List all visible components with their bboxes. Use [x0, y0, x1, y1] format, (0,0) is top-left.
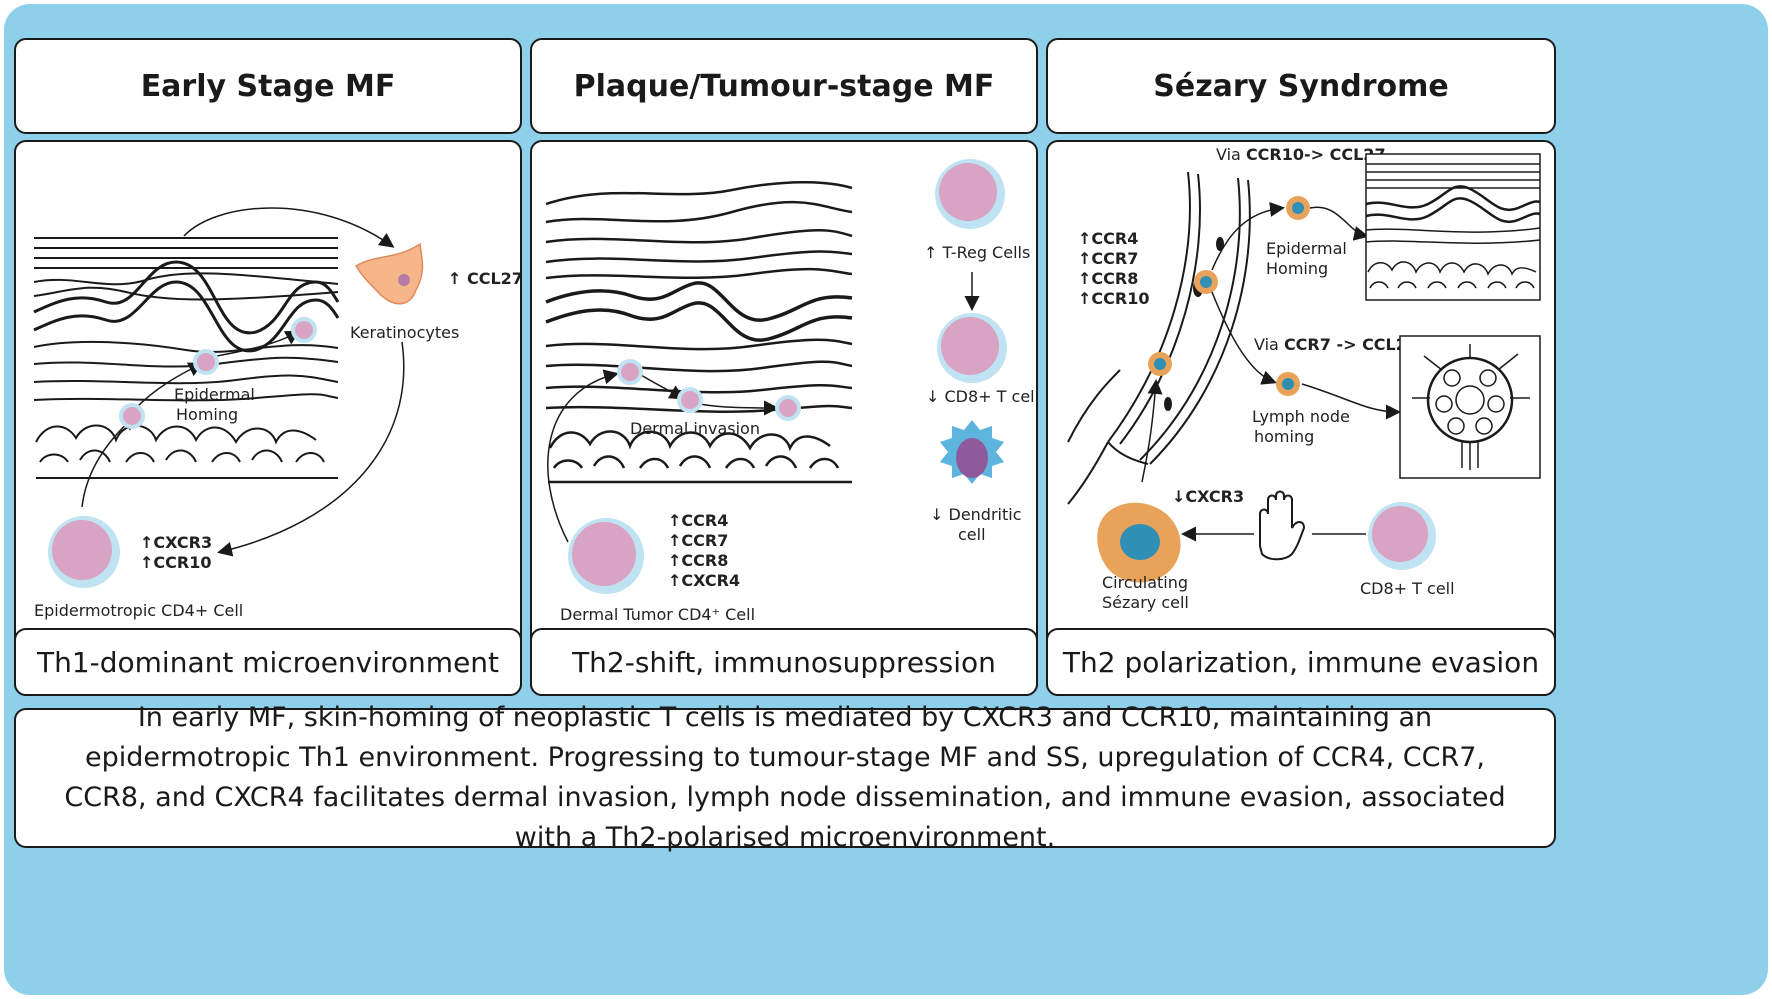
circulating-sezary-cell: [1097, 502, 1181, 583]
panel-3-illustration: Via CCR10-> CCL27 ↑CCR4 ↑CCR7 ↑CCR8 ↑CCR…: [1046, 140, 1556, 696]
panel-1-title: Early Stage MF: [14, 38, 522, 134]
ccr4-label: ↑CCR4: [668, 511, 728, 530]
dermal-tumor-cell-label: Dermal Tumor CD4⁺ Cell: [560, 605, 755, 624]
skin-inset: [1365, 153, 1541, 301]
sezary-diagram: Via CCR10-> CCL27 ↑CCR4 ↑CCR7 ↑CCR8 ↑CCR…: [1067, 145, 1541, 612]
vessel-sezary-cells: [1148, 196, 1310, 396]
sezary-ccr8-label: ↑CCR8: [1078, 269, 1138, 288]
figure-frame: Early Stage MF Plaque/Tumour-stage MF Sé…: [4, 4, 1768, 995]
circulating-label-1: Circulating: [1102, 573, 1188, 592]
lymph-homing-label-1: Lymph node: [1252, 407, 1350, 426]
panel-2-title: Plaque/Tumour-stage MF: [530, 38, 1038, 134]
dermal-tumor-cell: [568, 518, 644, 594]
lymph-homing-label-2: homing: [1254, 427, 1314, 446]
panel-3-caption: Th2 polarization, immune evasion: [1046, 628, 1556, 696]
tumour-stage-diagram: Dermal invasion ↑ T-Reg Cells ↓ CD8+ T c…: [545, 159, 1036, 624]
ccr8-label: ↑CCR8: [668, 551, 728, 570]
sezary-cd8-cell: [1368, 502, 1436, 570]
panel-1-caption: Th1-dominant microenvironment: [14, 628, 522, 696]
stop-hand-icon: [1259, 490, 1306, 561]
dendritic-label-1: ↓ Dendritic: [930, 505, 1022, 524]
cxcr3-label: ↑CXCR3: [140, 533, 212, 552]
dermal-invasion-label: Dermal invasion: [630, 419, 760, 438]
sezary-ccr7-label: ↑CCR7: [1078, 249, 1138, 268]
sezary-ccr4-label: ↑CCR4: [1078, 229, 1138, 248]
skin-layers: [33, 237, 340, 479]
small-cells: [617, 359, 801, 421]
via-ccr7-label: Via CCR7 -> CCL21: [1254, 335, 1418, 354]
homing-arrows: [1141, 201, 1401, 483]
skin-layers: [545, 181, 853, 484]
keratinocyte: [354, 242, 424, 305]
blood-vessel: [1067, 171, 1251, 505]
sezary-ccr10-label: ↑CCR10: [1078, 289, 1149, 308]
ccr10-label: ↑CCR10: [140, 553, 211, 572]
cxcr4-label: ↑CXCR4: [668, 571, 740, 590]
cd8-cell: [937, 313, 1007, 383]
circulating-label-2: Sézary cell: [1102, 593, 1189, 612]
panel-2-illustration: Dermal invasion ↑ T-Reg Cells ↓ CD8+ T c…: [530, 140, 1038, 696]
panel-1-illustration: Keratinocytes ↑ CCL27 Epidermal Homing ↑…: [14, 140, 522, 696]
cd8-label: ↓ CD8+ T cell: [926, 387, 1036, 406]
early-stage-diagram: Keratinocytes ↑ CCL27 Epidermal Homing ↑…: [33, 207, 520, 620]
ccr7-label: ↑CCR7: [668, 531, 728, 550]
keratinocytes-label: Keratinocytes: [350, 323, 459, 342]
small-cells: [119, 317, 317, 429]
sezary-epidermal-label-2: Homing: [1266, 259, 1328, 278]
treg-cell: [935, 159, 1005, 229]
sezary-epidermal-label-1: Epidermal: [1266, 239, 1347, 258]
epidermal-homing-label-1: Epidermal: [174, 385, 255, 404]
epidermal-homing-label-2: Homing: [176, 405, 238, 424]
sezary-cd8-label: CD8+ T cell: [1360, 579, 1455, 598]
cell-track: [547, 369, 779, 543]
panel-2-caption: Th2-shift, immunosuppression: [530, 628, 1038, 696]
panel-3-title: Sézary Syndrome: [1046, 38, 1556, 134]
treg-label: ↑ T-Reg Cells: [924, 243, 1030, 262]
dendritic-label-2: cell: [958, 525, 986, 544]
dendritic-cell: [940, 420, 1004, 484]
summary-text: In early MF, skin-homing of neoplastic T…: [14, 702, 1556, 853]
lymph-node-inset: [1399, 335, 1541, 479]
via-ccr10-label: Via CCR10-> CCL27: [1216, 145, 1386, 164]
epidermotropic-cell-label: Epidermotropic CD4+ Cell: [34, 601, 243, 620]
ccl27-label: ↑ CCL27: [448, 269, 520, 288]
cxcr3-label: ↓CXCR3: [1172, 487, 1244, 506]
epidermotropic-cell: [48, 516, 120, 588]
